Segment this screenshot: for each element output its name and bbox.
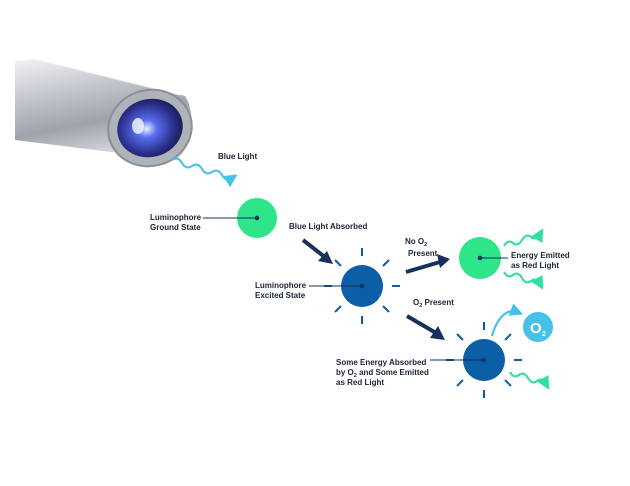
excited-state-label-line1: Luminophore: [255, 281, 307, 290]
ground-state-label-line2: Ground State: [150, 223, 201, 232]
energy-emitted-label-line1: Energy Emitted: [511, 251, 570, 260]
absorbed-label: Blue Light Absorbed: [289, 222, 367, 231]
some-energy-label-line3: as Red Light: [336, 378, 384, 387]
blue-light-label: Blue Light: [218, 152, 257, 161]
ground-state-label-line1: Luminophore: [150, 213, 202, 222]
svg-text:2: 2: [542, 331, 546, 338]
no-o2-label-line2: Present: [408, 249, 438, 258]
no-o2-label-line1: No O2: [405, 237, 427, 248]
o2-molecule-icon: O 2: [523, 312, 553, 342]
blue-light-wave-icon: [171, 157, 238, 188]
red-light-wave-upper-icon: [503, 228, 544, 247]
o2-present-arrow: [405, 314, 445, 340]
red-light-wave-lower-icon: [503, 271, 544, 290]
some-energy-label-line2: by O2 and Some Emitted: [336, 368, 429, 379]
energy-to-o2-arrow: [490, 303, 524, 337]
o2-present-label: O2 Present: [413, 298, 454, 309]
fiber-optic-probe-icon: [14, 56, 193, 168]
no-o2-arrow: [405, 254, 450, 274]
excited-state-label-line2: Excited State: [255, 291, 306, 300]
energy-emitted-label-line2: as Red Light: [511, 261, 559, 270]
some-energy-label-line1: Some Energy Absorbed: [336, 358, 427, 367]
excited-state-molecule: [324, 248, 400, 324]
red-light-wave-quenched-icon: [509, 371, 550, 390]
absorbed-arrow: [301, 238, 333, 264]
svg-text:O: O: [530, 320, 542, 337]
